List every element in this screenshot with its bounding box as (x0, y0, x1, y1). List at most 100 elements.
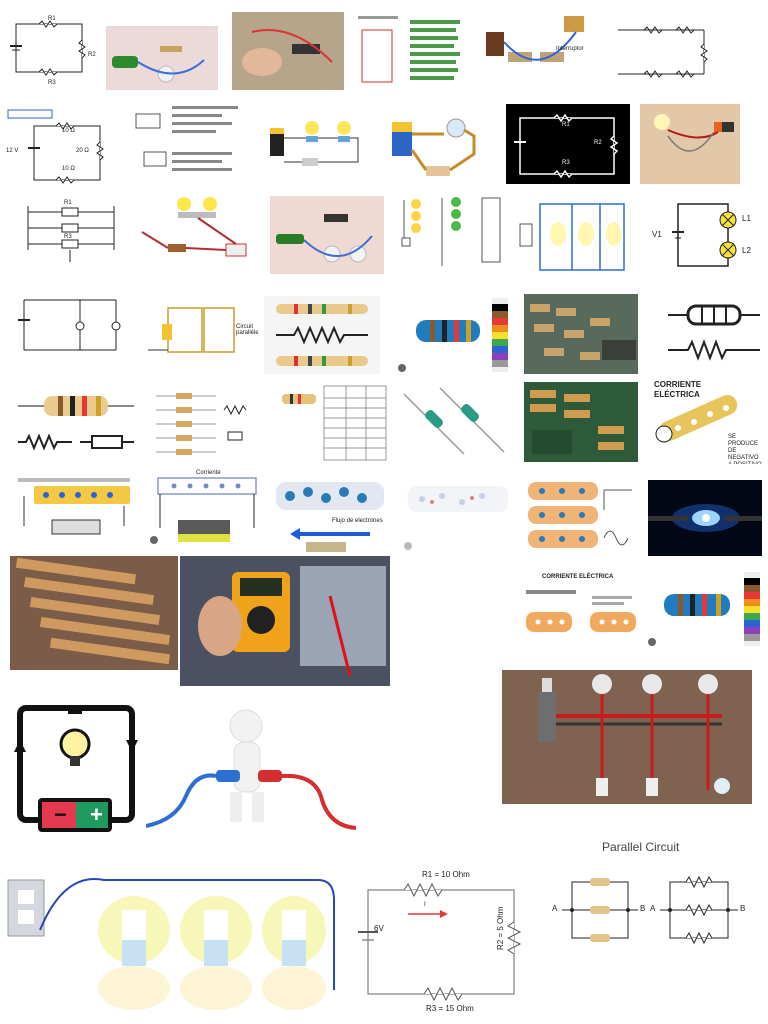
image-result-corriente-battery[interactable]: Corriente (148, 468, 264, 548)
image-result-v1-l1-l2[interactable]: V1 L1 L2 (648, 196, 762, 274)
label-b-right: B (740, 904, 746, 913)
image-result-parallel-bulbs-blue[interactable] (516, 194, 636, 274)
label-r3-black: R3 (562, 160, 570, 166)
image-result-resistor-list[interactable] (150, 384, 260, 460)
image-result-series-bulbs-battery[interactable] (262, 108, 366, 180)
resistor-tolerance-drawing (18, 396, 134, 451)
text-diagram (135, 106, 238, 171)
resistor-symbol-drawing (668, 304, 760, 361)
label-parallel-circuit: Parallel Circuit (602, 840, 680, 854)
image-result-resistor-color-code-2[interactable] (646, 570, 762, 650)
label-r3-parallel: R3 (64, 234, 72, 240)
image-result-corriente-electrica-infographic[interactable]: CORRIENTE ELÉCTRICA (522, 570, 642, 648)
label-r2-black: R2 (594, 140, 602, 146)
resistors-board-photo (530, 304, 636, 360)
battery-lamps-board-photo (276, 214, 373, 263)
parallele-diagram (148, 307, 235, 353)
label-a-right: A (650, 904, 656, 913)
battery-bulb-icon (14, 705, 138, 832)
image-result-resistors-bands[interactable] (264, 296, 380, 374)
image-result-parallel-circuit-two-diagrams[interactable]: Parallel Circuit A B A B (546, 836, 764, 956)
image-result-battery-switch-lamps[interactable]: Interruptor (480, 12, 596, 78)
label-l1: L1 (742, 214, 751, 223)
label-ohm20: 20 Ω (76, 148, 89, 154)
label-r1-10-ohm: R1 = 10 Ohm (422, 870, 470, 879)
label-v1: V1 (652, 230, 662, 239)
image-result-hands-circuit-photo[interactable] (232, 12, 344, 90)
faded-electrons-drawing (404, 486, 508, 550)
label-r1-black: R1 (562, 122, 570, 128)
wood-bulb-photo (654, 114, 734, 152)
image-result-series-12v[interactable]: 12 V 10 Ω 20 Ω 10 Ω (4, 108, 116, 188)
image-result-resistors-board-photo[interactable] (524, 294, 638, 374)
image-result-series-formulas[interactable] (352, 12, 466, 92)
image-result-series-resistors-abstract[interactable] (614, 16, 718, 88)
hands-photo (232, 12, 344, 90)
label-current-i: I (424, 902, 426, 908)
outlet-cfl-illustration (7, 878, 335, 1010)
resistor-color-code-2 (648, 572, 760, 646)
battery-bulb-photo (112, 46, 205, 83)
image-result-flujo-electrones-blue[interactable]: Flujo de electrones (270, 472, 390, 554)
series-circuit-diagram (10, 20, 86, 76)
image-result-battery-lamps-board[interactable] (270, 196, 384, 274)
image-result-switch-two-lamps[interactable] (12, 290, 130, 366)
image-result-wall-wiring-three-lamps[interactable] (502, 670, 752, 804)
image-result-resistors-closeup-photo[interactable] (10, 556, 178, 670)
image-result-resistor-symbol[interactable] (664, 296, 764, 370)
image-result-flujo-electrones-yellow[interactable] (12, 468, 136, 542)
image-result-electron-wave[interactable] (524, 476, 638, 554)
green-resistors-drawing (403, 387, 505, 455)
image-result-parallel-lamps-diagram[interactable]: R1 R3 (14, 198, 124, 268)
battery-lamps-drawing (486, 16, 584, 62)
label-corriente-title: CORRIENTE ELÉCTRICA (654, 380, 702, 399)
image-result-electrons-faded[interactable] (402, 476, 512, 554)
image-result-leds-parallel[interactable] (398, 192, 510, 274)
label-r1-parallel: R1 (64, 200, 72, 206)
electron-flow-yellow (18, 478, 130, 535)
image-result-battery-bulb-switch[interactable] (106, 26, 218, 90)
image-result-outlet-three-cfl[interactable] (4, 870, 338, 1018)
image-result-resistors-green[interactable] (400, 384, 510, 460)
image-result-circuit-board-r9-r10[interactable] (524, 382, 638, 462)
image-result-battery-bulb-wood[interactable] (640, 104, 740, 184)
image-result-resistor-table[interactable] (276, 384, 390, 462)
label-b-left: B (640, 904, 646, 913)
wall-wiring-illustration (502, 670, 752, 804)
resistor-list-drawing (156, 393, 247, 455)
image-result-multimeter-photo[interactable] (180, 556, 390, 686)
circuit-board-photo (530, 390, 624, 454)
label-r2: R2 (88, 52, 96, 58)
image-result-parallel-text-diagram[interactable] (130, 104, 242, 184)
switch-two-lamps-diagram (18, 299, 121, 351)
image-result-resistor-color-code[interactable] (396, 296, 510, 376)
image-result-circuit-parallele[interactable]: Circuit parallèle (148, 294, 258, 366)
label-r2-5-ohm: R2 = 5 Ohm (496, 906, 505, 950)
label-interruptor: Interruptor (556, 46, 584, 52)
image-result-3d-man-plug[interactable] (146, 700, 356, 832)
image-result-series-6v-ohm[interactable]: R1 = 10 Ohm 6V I R2 = 5 Ohm R3 = 15 Ohm (344, 866, 540, 1016)
label-six-v: 6V (374, 924, 384, 933)
image-result-battery-bulb-icon[interactable]: − + (8, 700, 142, 836)
label-ohm10-bot: 10 Ω (62, 166, 75, 172)
corriente-electrica-drawing (655, 394, 738, 443)
image-result-black-series-diagram[interactable]: R1 R2 R3 (506, 104, 630, 184)
image-result-battery-bulb-switch-3d[interactable] (374, 104, 490, 184)
image-result-electric-spark[interactable] (648, 480, 762, 556)
battery-bulb-3d (392, 118, 476, 176)
label-l2: L2 (742, 246, 751, 255)
black-series-diagram (514, 113, 619, 179)
image-result-resistor-tolerance[interactable] (14, 384, 138, 462)
abstract-series-diagram (618, 26, 708, 78)
corriente-infographic (526, 590, 636, 632)
label-v12: 12 V (6, 148, 19, 154)
electron-flow-blue (276, 482, 384, 552)
image-result-bulbs-wire-resistor[interactable] (140, 194, 256, 270)
series-6v-diagram (358, 882, 522, 1002)
resistor-color-code (398, 298, 508, 372)
label-flujo-electrones: Flujo de electrones (332, 518, 383, 524)
image-result-corriente-electrica[interactable]: CORRIENTE ELÉCTRICA SE PRODUCE DE NEGATI… (650, 378, 762, 464)
image-result-series-circuit-r1r2r3[interactable]: R1 R2 R3 (4, 12, 98, 94)
corriente-battery-drawing (150, 477, 257, 544)
series-formulas-diagram (358, 16, 460, 83)
